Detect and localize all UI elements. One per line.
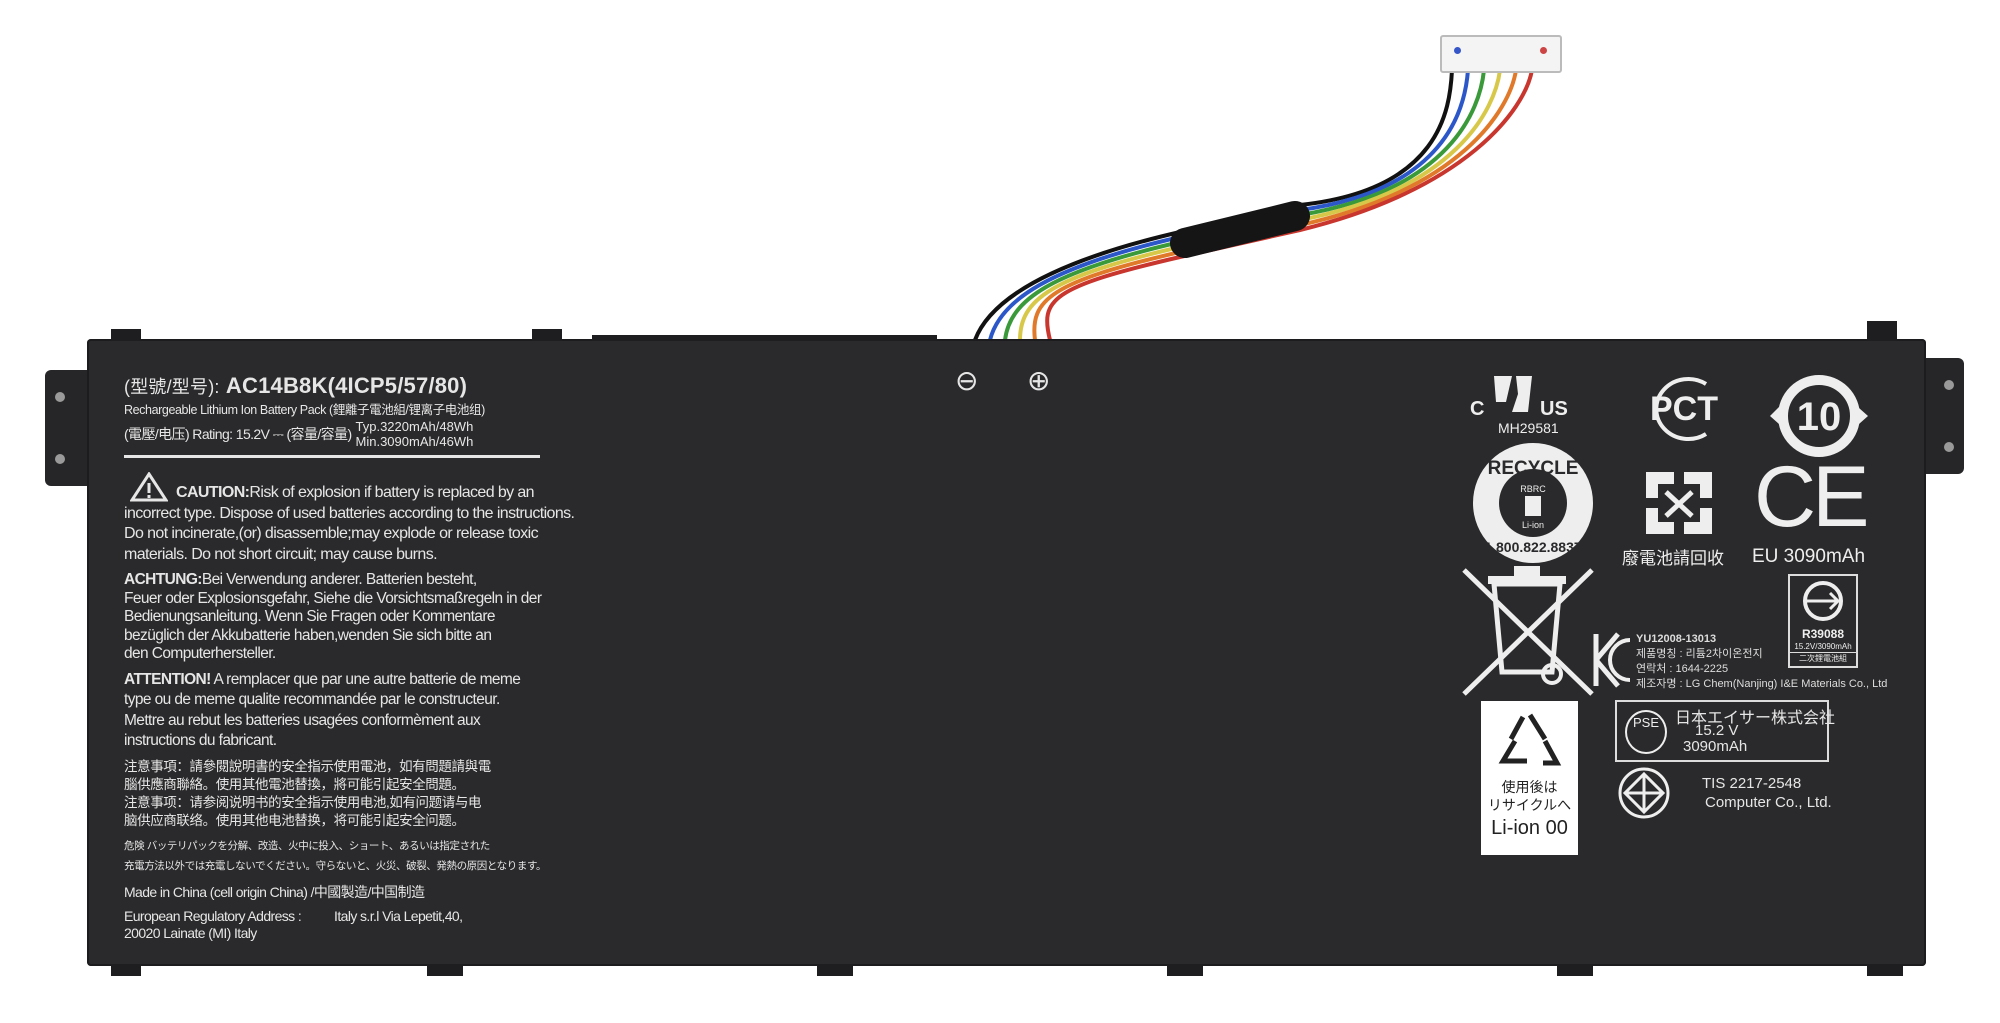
tis-line: Computer Co., Ltd. bbox=[1705, 794, 1832, 811]
caution-line: materials. Do not short circuit; may cau… bbox=[124, 545, 438, 563]
attention-line: instructions du fabricant. bbox=[124, 732, 277, 749]
warning-triangle-icon bbox=[129, 471, 169, 502]
chinese-line: 腦供應商聯絡。使用其他電池替換，將可能引起安全問題。 bbox=[124, 776, 465, 792]
pse-voltage: 15.2 V bbox=[1695, 722, 1739, 739]
ul-certification-mark: C US MH29581 bbox=[1470, 370, 1570, 440]
positive-terminal-mark: ⊕ bbox=[1027, 365, 1051, 396]
pse-logo: PSE bbox=[1625, 710, 1667, 754]
bsmi-mark: R39088 15.2V/3090mAh 二次鋰電池組 bbox=[1788, 574, 1858, 668]
kc-line: YU12008-13013 bbox=[1636, 633, 1717, 645]
pse-mark-box: PSE 日本エイサー株式会社 15.2 V 3090mAh bbox=[1615, 700, 1835, 762]
japan-recycle-type: Li-ion 00 bbox=[1491, 817, 1568, 839]
eu-address-line: European Regulatory Address : Italy s.r.… bbox=[124, 908, 463, 924]
pct-text: PCT bbox=[1650, 390, 1718, 428]
recycle-arrows-icon bbox=[1498, 713, 1561, 766]
rbrc-phone: 1.800.822.8837 bbox=[1484, 539, 1582, 555]
achtung-label: ACHTUNG: bbox=[124, 571, 202, 588]
description: Rechargeable Lithium Ion Battery Pack (鋰… bbox=[124, 403, 485, 417]
chinese-line: 脑供应商联络。使用其他电池替换，将可能引起安全问题。 bbox=[124, 812, 465, 828]
cable-sleeve bbox=[1170, 201, 1310, 258]
achtung-block: ACHTUNG:Bei Verwendung anderer. Batterie… bbox=[124, 571, 554, 664]
bsmi-spec: 15.2V/3090mAh bbox=[1794, 642, 1852, 651]
japanese-line: 危険 バッテリパックを分解、改造、火中に投入、ショート、あるいは指定された bbox=[124, 839, 490, 852]
caution-line: Risk of explosion if battery is replaced… bbox=[249, 484, 534, 501]
pse-company: 日本エイサー株式会社 bbox=[1675, 710, 1836, 727]
rbrc-recycle-seal: RECYCLE RBRC Li-ion 1.800.822.8837 bbox=[1473, 443, 1593, 563]
ce-caption: EU 3090mAh bbox=[1752, 546, 1866, 567]
pse-capacity: 3090mAh bbox=[1683, 738, 1748, 755]
tis-info: TIS 2217-2548 Computer Co., Ltd. bbox=[1702, 774, 1832, 812]
made-in: Made in China (cell origin China) /中國製造/… bbox=[124, 883, 425, 900]
battery-label-text: (型號/型号): AC14B8K(4ICP5/57/80) Rechargeab… bbox=[124, 372, 575, 942]
caution-line: incorrect type. Dispose of used batterie… bbox=[124, 504, 575, 522]
chinese-warning-block: 注意事項：請參閱說明書的安全指示使用電池，如有問題請與電 腦供應商聯絡。使用其他… bbox=[124, 758, 554, 830]
wire bbox=[1003, 69, 1486, 341]
achtung-line: bezüglich der Akkubatterie haben,wenden … bbox=[124, 626, 492, 644]
taiwan-recycle-icon bbox=[1646, 472, 1712, 534]
japanese-warning-block: 危険 バッテリパックを分解、改造、火中に投入、ショート、あるいは指定された 充電… bbox=[124, 836, 554, 876]
rohs-years: 10 bbox=[1797, 395, 1842, 439]
achtung-line: Feuer oder Explosionsgefahr, Siehe die V… bbox=[124, 589, 542, 607]
attention-block: ATTENTION! A remplacer que par une autre… bbox=[124, 670, 554, 752]
bsmi-type: 二次鋰電池組 bbox=[1790, 652, 1856, 664]
pct-gost-mark-icon: PCT bbox=[1650, 377, 1718, 441]
eu-address-line: 20020 Lainate (MI) Italy bbox=[124, 925, 257, 941]
ul-c: C bbox=[1470, 398, 1485, 420]
japan-recycle-label: 使用後は リサイクルへ Li-ion 00 bbox=[1481, 701, 1578, 855]
battery-icon bbox=[1525, 496, 1541, 516]
rbrc-type: Li-ion bbox=[1522, 520, 1544, 530]
typ-capacity: Typ.3220mAh/48Wh bbox=[355, 419, 474, 434]
rating: (電壓/电压) Rating: 15.2V ⎓ (容量/容量) bbox=[124, 425, 352, 442]
battery-body bbox=[87, 321, 1926, 976]
attention-label: ATTENTION! bbox=[124, 670, 211, 688]
cable-connector bbox=[1440, 35, 1562, 73]
china-rohs-10-icon: 10 bbox=[1770, 375, 1868, 457]
tis-mark-icon bbox=[1618, 767, 1670, 819]
rbrc-top-text: RECYCLE bbox=[1488, 458, 1579, 479]
ul-us: US bbox=[1540, 398, 1568, 420]
wire bbox=[1018, 69, 1502, 341]
japanese-line: 充電方法以外では充電しないでください。守らないと、火災、破裂、発熱の原因となりま… bbox=[124, 859, 547, 872]
chinese-line: 注意事项：请参阅说明书的安全指示使用电池,如有问题请与电 bbox=[124, 794, 482, 810]
caution-block: CAUTION:Risk of explosion if battery is … bbox=[124, 471, 575, 565]
model-line: (型號/型号): AC14B8K(4ICP5/57/80) bbox=[124, 372, 554, 401]
ul-number: MH29581 bbox=[1498, 420, 1559, 436]
kc-line: 제조자명 : LG Chem(Nanjing) I&E Materials Co… bbox=[1636, 678, 1888, 690]
rating-line: (電壓/电压) Rating: 15.2V ⎓ (容量/容量) Typ.3220… bbox=[124, 419, 554, 449]
wire bbox=[1045, 69, 1534, 341]
kc-line: 연락처 : 1644-2225 bbox=[1636, 663, 1729, 675]
japan-recycle-line: 使用後は bbox=[1501, 779, 1558, 795]
model-number: AC14B8K(4ICP5/57/80) bbox=[225, 373, 468, 398]
tis-line: TIS 2217-2548 bbox=[1702, 775, 1802, 792]
rbrc-inner: RBRC bbox=[1520, 484, 1546, 494]
taiwan-recycle-caption: 廢電池請回收 bbox=[1622, 549, 1724, 568]
chinese-line: 注意事項：請參閱說明書的安全指示使用電池，如有問題請與電 bbox=[124, 758, 491, 774]
achtung-line: Bei Verwendung anderer. Batterien besteh… bbox=[201, 571, 477, 588]
attention-line: A remplacer que par une autre batterie d… bbox=[210, 670, 521, 688]
japan-recycle-line: リサイクルへ bbox=[1487, 797, 1572, 813]
kc-line: 제품명칭 : 리튬2차이온전지 bbox=[1636, 648, 1763, 660]
left-mount-ear bbox=[45, 370, 95, 486]
wire bbox=[988, 69, 1470, 341]
negative-terminal-mark: ⊖ bbox=[955, 365, 979, 396]
attention-line: Mettre au rebut les batteries usagées co… bbox=[124, 711, 481, 729]
ce-mark: CE bbox=[1754, 449, 1869, 545]
ul-logo-icon bbox=[1494, 376, 1532, 412]
attention-line: type ou de meme qualite recommandée par … bbox=[124, 691, 500, 708]
weee-crossed-bin-icon bbox=[1462, 566, 1594, 696]
caution-label: CAUTION: bbox=[176, 484, 250, 501]
caution-line: Do not incinerate,(or) disassemble;may e… bbox=[124, 525, 539, 542]
bsmi-logo-icon bbox=[1803, 581, 1843, 621]
bsmi-code: R39088 bbox=[1801, 627, 1845, 641]
divider bbox=[124, 455, 540, 458]
min-capacity: Min.3090mAh/46Wh bbox=[355, 434, 474, 449]
kc-mark-icon bbox=[1593, 632, 1631, 688]
achtung-line: Bedienungsanleitung. Wenn Sie Fragen ode… bbox=[124, 608, 496, 625]
achtung-line: den Computerhersteller. bbox=[124, 645, 276, 662]
model-prefix: (型號/型号): bbox=[124, 377, 220, 397]
kc-info: YU12008-13013 제품명칭 : 리튬2차이온전지 연락처 : 1644… bbox=[1636, 632, 1887, 692]
